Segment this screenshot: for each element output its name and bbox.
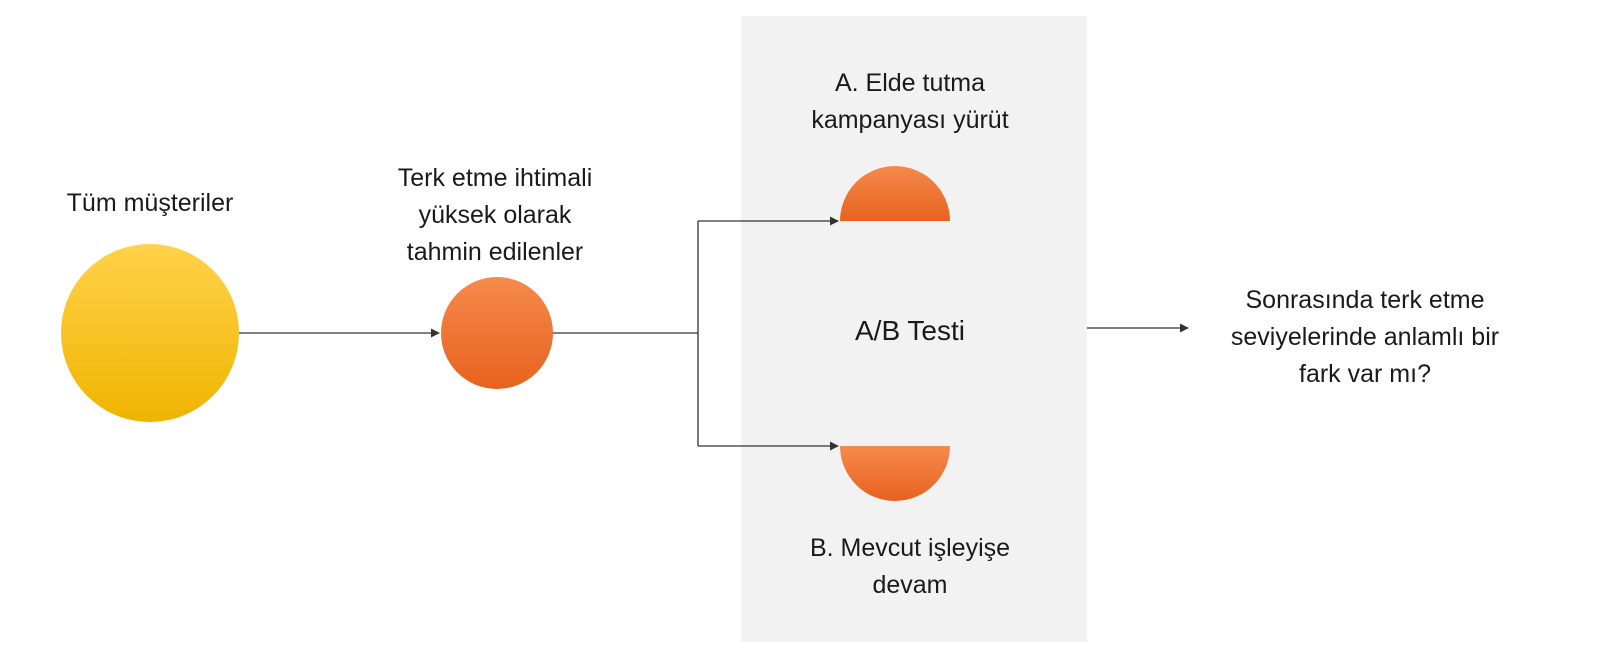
group-b-label: B. Mevcut işleyişe devam (809, 534, 1011, 599)
group-a-label: A. Elde tutma kampanyası yürüt (811, 69, 1009, 134)
ab-test-panel (741, 16, 1087, 642)
predicted-churn-node (441, 277, 553, 389)
group-b-half-circle (840, 446, 950, 501)
all-customers-node (61, 244, 239, 422)
group-a-half-circle (840, 166, 950, 221)
question-label: Sonrasında terk etme seviyelerinde anlam… (1230, 286, 1500, 388)
all-customers-label: Tüm müşteriler (66, 189, 234, 217)
ab-test-label: A/B Testi (855, 315, 965, 346)
split-connector (553, 216, 839, 451)
predicted-churn-label: Terk etme ihtimali yüksek olarak tahmin … (397, 164, 593, 266)
